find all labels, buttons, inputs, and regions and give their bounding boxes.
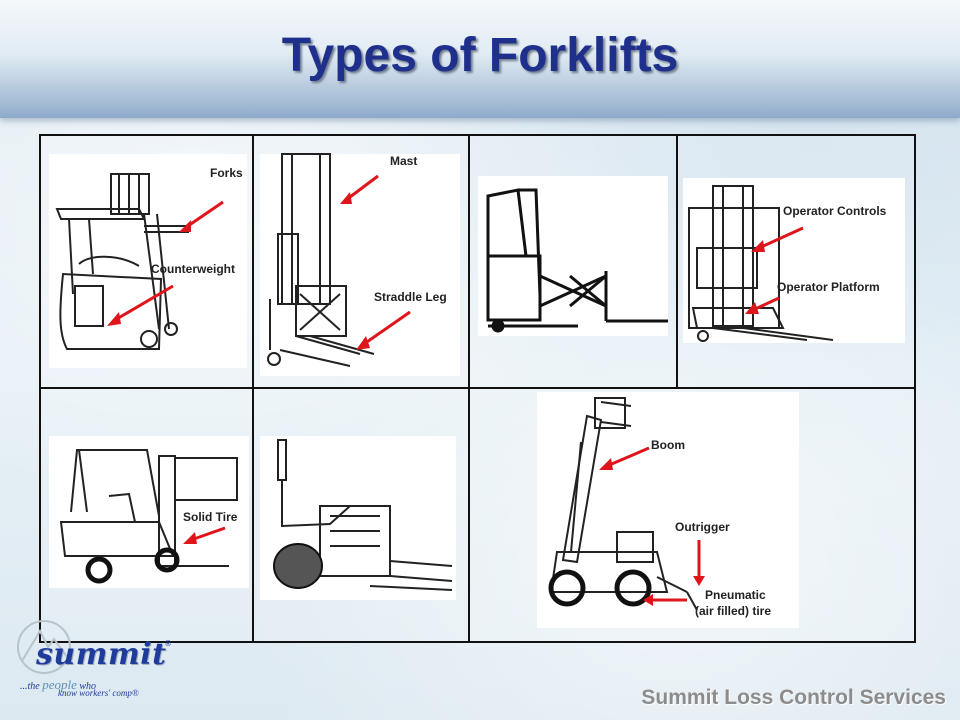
logo-wordmark: summit (36, 637, 166, 672)
label-operator-controls: Operator Controls (783, 204, 886, 218)
forklift-grid: Forks Counterweight (39, 134, 916, 643)
cell-order-picker: Operator Controls Operator Platform (683, 178, 905, 343)
cell-telehandler: Boom Outrigger Pneumatic (air filled) ti… (537, 392, 799, 628)
grid-divider (41, 387, 914, 389)
label-mast: Mast (390, 154, 417, 168)
logo-tagline-line2: know workers' comp® (58, 688, 139, 698)
label-forks: Forks (210, 166, 243, 180)
label-pneumatic: Pneumatic (705, 588, 766, 602)
label-boom: Boom (651, 438, 685, 452)
cell-pallet-jack (260, 436, 456, 600)
tagline-prefix: ...the (20, 681, 40, 692)
grid-divider (676, 136, 678, 388)
label-solid-tire: Solid Tire (183, 510, 237, 524)
logo-registered-mark: ® (164, 639, 172, 648)
scissor-reach-forklift-drawing (478, 176, 668, 336)
summit-logo: summit ® ...the people who know workers'… (14, 617, 184, 707)
cell-sitdown-forklift: Solid Tire (49, 436, 249, 588)
label-pneumatic-tire: (air filled) tire (695, 604, 771, 618)
label-operator-platform: Operator Platform (777, 280, 880, 294)
red-arrow (49, 154, 247, 368)
cell-counterbalance-forklift: Forks Counterweight (49, 154, 247, 368)
label-outrigger: Outrigger (675, 520, 730, 534)
label-straddle-leg: Straddle Leg (374, 290, 447, 304)
cell-scissor-reach-forklift (478, 176, 668, 336)
red-arrow (260, 154, 460, 376)
label-counterweight: Counterweight (151, 262, 235, 276)
slide-title: Types of Forklifts (0, 28, 960, 83)
cell-straddle-forklift: Mast Straddle Leg (260, 154, 460, 376)
footer-company-name: Summit Loss Control Services (641, 686, 946, 710)
pallet-jack-drawing (260, 436, 456, 600)
red-arrow (683, 178, 905, 343)
